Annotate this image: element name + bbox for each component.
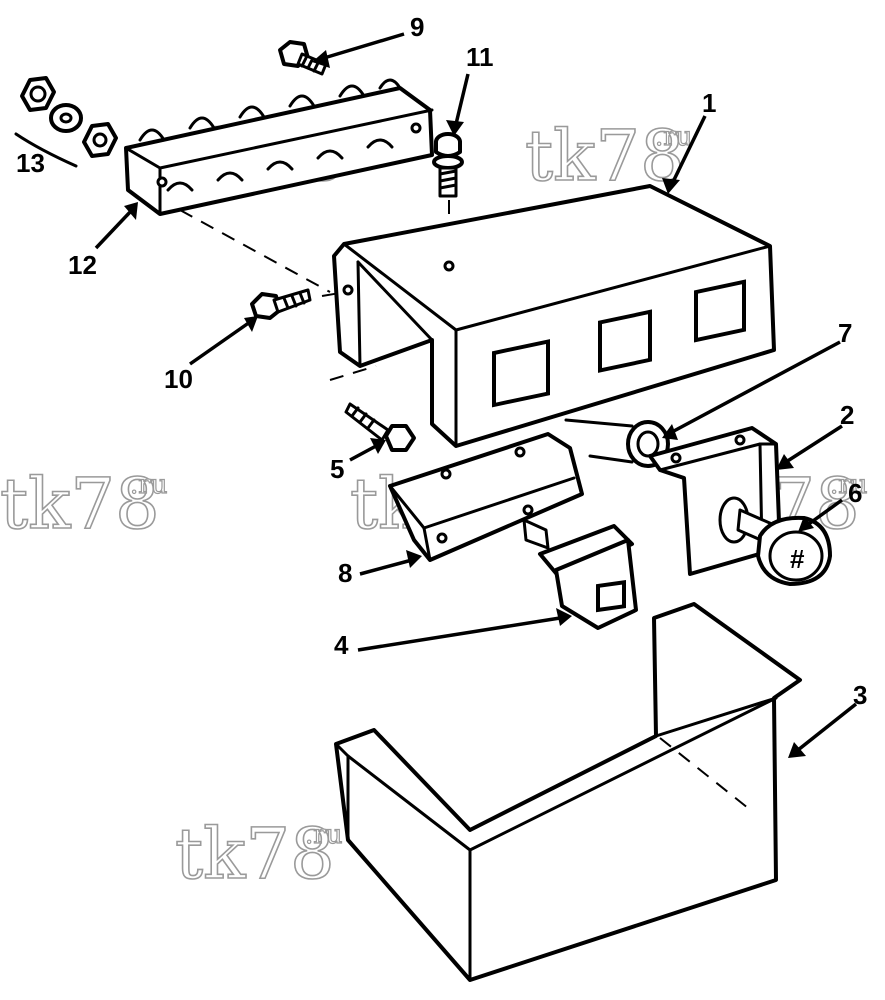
screw-lower [344,402,416,452]
callout-label-11: 11 [466,42,494,72]
watermark: tk78 .ru [174,812,343,896]
callout-label-3: 3 [853,680,867,710]
watermark-suffix: .ru [130,470,167,500]
callout-label-12: 12 [68,250,97,280]
main-housing [179,184,776,448]
bolt-top [278,40,328,76]
mounting-bracket [388,432,584,562]
callout-label-4: 4 [334,630,349,660]
watermark-text: tk78 [0,463,160,545]
tray [334,602,802,982]
watermark: tk78 .ru [524,114,693,198]
svg-text:#: # [790,544,805,574]
watermark-suffix: .ru [655,122,692,152]
callout-label-5: 5 [330,454,344,484]
callout-label-10: 10 [164,364,193,394]
callout-label-7: 7 [838,318,852,348]
callout-label-13: 13 [16,148,45,178]
nut-washer-set [14,76,118,168]
terminal-block [124,78,434,216]
callout-label-9: 9 [410,12,424,42]
watermark: tk78 .ru [0,462,168,546]
watermark-text: tk78 [175,813,335,895]
callout-label-2: 2 [840,400,854,430]
callout-label-8: 8 [338,558,352,588]
bolt-side [250,288,312,320]
watermark-suffix: .ru [830,470,867,500]
switch-actuator [522,518,638,630]
callout-label-6: 6 [848,478,862,508]
watermark-suffix: .ru [305,820,342,850]
callout-label-1: 1 [702,88,716,118]
knob: # [718,496,832,586]
callout-labels: 1 2 3 4 5 6 7 8 9 10 11 12 13 [16,12,867,710]
watermark-text: tk78 [525,115,685,197]
callout-leaders [94,32,858,758]
